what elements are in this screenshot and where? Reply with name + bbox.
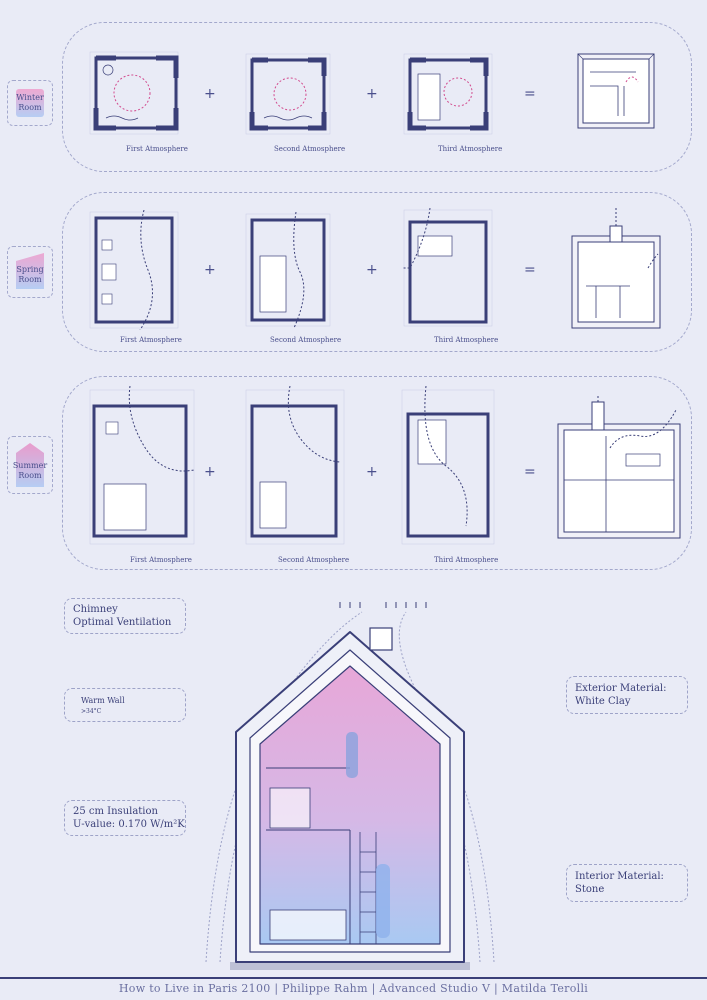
winter-third-atmosphere-plan bbox=[403, 53, 493, 135]
winter-section-result bbox=[577, 53, 655, 129]
summer-equals: = bbox=[524, 464, 536, 480]
interior-material-callout: Interior Material: Stone bbox=[566, 864, 688, 902]
summer-row-frame bbox=[62, 376, 692, 570]
spring-plus-2: + bbox=[366, 262, 378, 278]
summer-room-tag: Summer Room bbox=[7, 436, 53, 494]
spring-room-tag: Spring Room bbox=[7, 246, 53, 298]
house-section-drawing bbox=[205, 602, 495, 970]
winter-caption-1: First Atmosphere bbox=[126, 145, 188, 153]
spring-third-atmosphere-plan bbox=[402, 208, 493, 327]
spring-caption-1: First Atmosphere bbox=[120, 336, 182, 344]
summer-second-atmosphere-plan bbox=[245, 386, 345, 545]
winter-caption-3: Third Atmosphere bbox=[438, 145, 503, 153]
winter-equals: = bbox=[524, 86, 536, 102]
spring-plus-1: + bbox=[204, 262, 216, 278]
exterior-material-callout: Exterior Material: White Clay bbox=[566, 676, 688, 714]
insulation-callout-text: 25 cm Insulation U-value: 0.170 W/m²K bbox=[73, 806, 185, 830]
chimney-callout: Chimney Optimal Ventilation bbox=[64, 598, 186, 634]
winter-second-atmosphere-plan bbox=[245, 53, 331, 135]
summer-plus-1: + bbox=[204, 464, 216, 480]
winter-room-tag: Winter Room bbox=[7, 80, 53, 126]
spring-second-atmosphere-plan bbox=[245, 212, 331, 328]
summer-first-atmosphere-plan bbox=[89, 386, 195, 545]
summer-third-atmosphere-plan bbox=[401, 386, 495, 545]
footer-rule bbox=[0, 977, 707, 979]
interior-material-text: Interior Material: Stone bbox=[575, 871, 664, 895]
chimney-callout-text: Chimney Optimal Ventilation bbox=[73, 604, 172, 628]
summer-plus-2: + bbox=[366, 464, 378, 480]
warm-wall-callout: Warm Wall >34°C bbox=[64, 688, 186, 722]
summer-caption-3: Third Atmosphere bbox=[434, 556, 499, 564]
summer-caption-1: First Atmosphere bbox=[130, 556, 192, 564]
spring-room-label: Spring Room bbox=[16, 265, 44, 284]
summer-caption-2: Second Atmosphere bbox=[278, 556, 350, 564]
spring-caption-3: Third Atmosphere bbox=[434, 336, 499, 344]
warm-wall-subtext: >34°C bbox=[81, 708, 102, 715]
winter-caption-2: Second Atmosphere bbox=[274, 145, 346, 153]
winter-plus-1: + bbox=[204, 86, 216, 102]
insulation-callout: 25 cm Insulation U-value: 0.170 W/m²K bbox=[64, 800, 186, 836]
winter-row-frame bbox=[62, 22, 692, 172]
spring-section-result bbox=[571, 208, 661, 329]
summer-room-label: Summer Room bbox=[12, 461, 48, 480]
winter-first-atmosphere-plan bbox=[89, 51, 179, 135]
spring-row-frame bbox=[62, 192, 692, 352]
exterior-material-text: Exterior Material: White Clay bbox=[575, 683, 667, 707]
winter-plus-2: + bbox=[366, 86, 378, 102]
spring-first-atmosphere-plan bbox=[89, 210, 179, 330]
spring-equals: = bbox=[524, 262, 536, 278]
spring-caption-2: Second Atmosphere bbox=[270, 336, 342, 344]
winter-room-label: Winter Room bbox=[16, 93, 44, 112]
summer-section-result bbox=[557, 396, 681, 539]
footer-credits: How to Live in Paris 2100 | Philippe Rah… bbox=[118, 982, 589, 995]
warm-wall-text: Warm Wall bbox=[81, 696, 125, 705]
